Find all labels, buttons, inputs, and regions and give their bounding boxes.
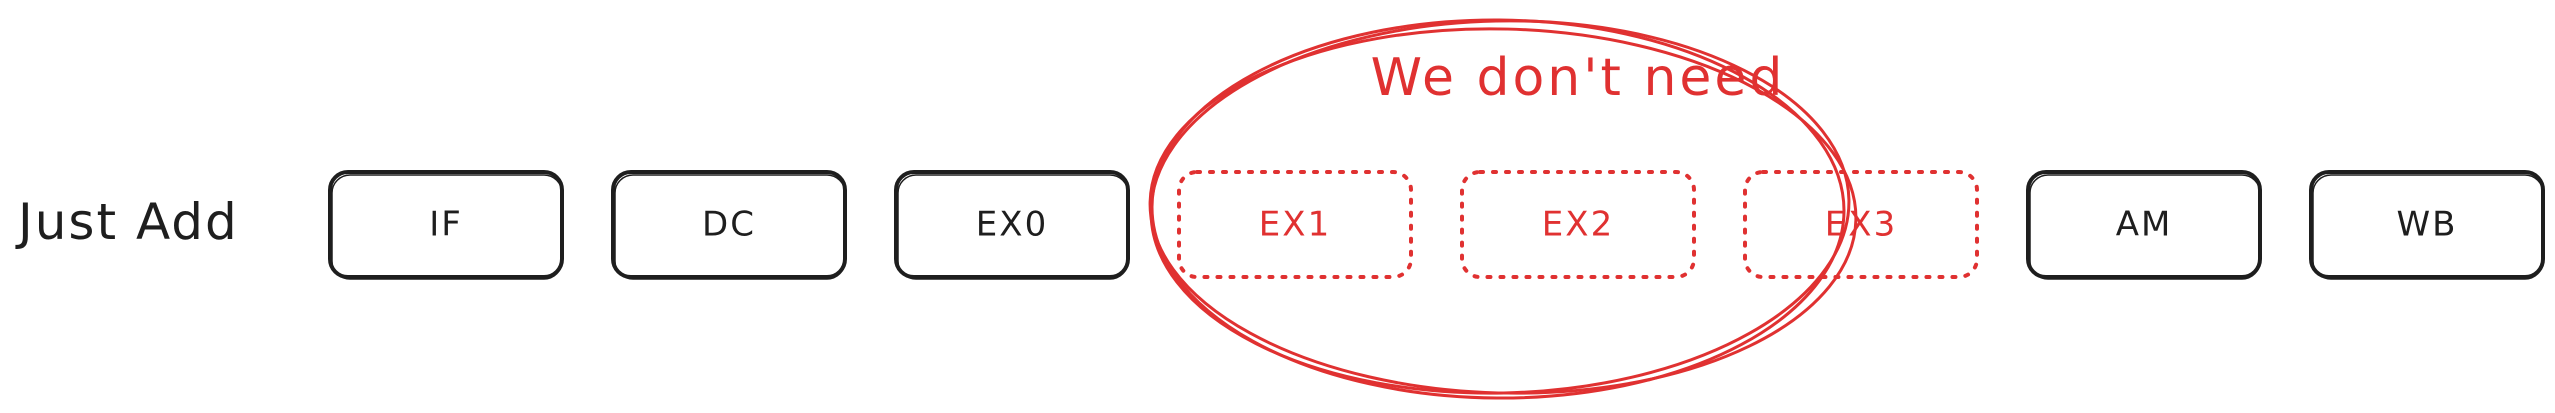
stage-label-dc: DC [702, 205, 756, 245]
stage-box-outline-am [2029, 174, 2261, 280]
stage-label-ex2: EX2 [1542, 205, 1614, 245]
row-label: Just Add [15, 193, 239, 251]
stage-ex0: EX0 [894, 170, 1130, 280]
stage-box-ex1 [1177, 170, 1413, 279]
stage-box-outline-if [331, 174, 563, 280]
stage-label-ex1: EX1 [1259, 205, 1331, 245]
stage-ex1: EX1 [1177, 170, 1413, 279]
stage-label-ex3: EX3 [1825, 205, 1897, 245]
stage-am: AM [2026, 170, 2262, 280]
stage-label-if: IF [429, 205, 463, 245]
stage-box-outline-dc [614, 174, 846, 280]
stage-box-outline-wb [2312, 174, 2544, 280]
stage-box-ex3 [1743, 170, 1979, 279]
stage-box-outline-ex0 [897, 174, 1129, 280]
stage-label-am: AM [2116, 205, 2173, 245]
stage-wb: WB [2309, 170, 2545, 280]
stage-ex3: EX3 [1743, 170, 1979, 279]
stage-label-wb: WB [2397, 205, 2458, 245]
stage-if: IF [328, 170, 564, 280]
stage-ex2: EX2 [1460, 170, 1696, 279]
annotation-label: We don't need [1371, 48, 1786, 108]
stage-box-ex2 [1460, 170, 1696, 279]
pipeline-stages: IF DC EX0 EX1 EX2 EX3 AM WB [328, 170, 2545, 280]
annotation-ellipse [1148, 18, 1858, 400]
stage-label-ex0: EX0 [976, 205, 1048, 245]
stage-dc: DC [611, 170, 847, 280]
